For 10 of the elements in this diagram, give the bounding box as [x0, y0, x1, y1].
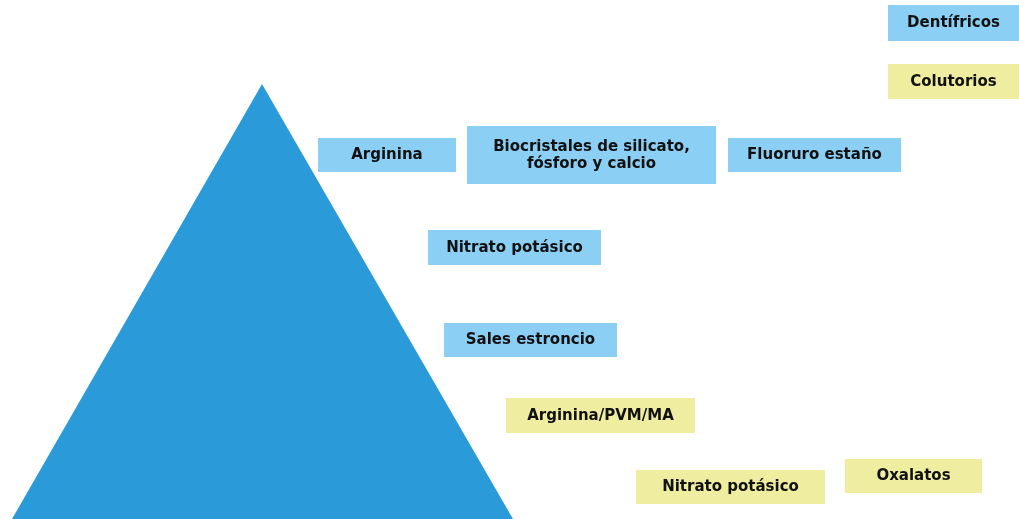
- label-box: Sales estroncio: [444, 323, 617, 357]
- label-box: Biocristales de silicato, fósforo y calcio: [467, 126, 716, 184]
- legend-swatch: Dentífricos: [888, 5, 1019, 41]
- legend-swatch: Colutorios: [888, 64, 1019, 99]
- label-box: Oxalatos: [845, 459, 982, 493]
- label-box: Nitrato potásico: [428, 230, 601, 265]
- label-box: Nitrato potásico: [636, 470, 825, 504]
- label-box: Arginina: [318, 138, 456, 172]
- label-box: Arginina/PVM/MA: [506, 398, 695, 433]
- label-box: Fluoruro estaño: [728, 138, 901, 172]
